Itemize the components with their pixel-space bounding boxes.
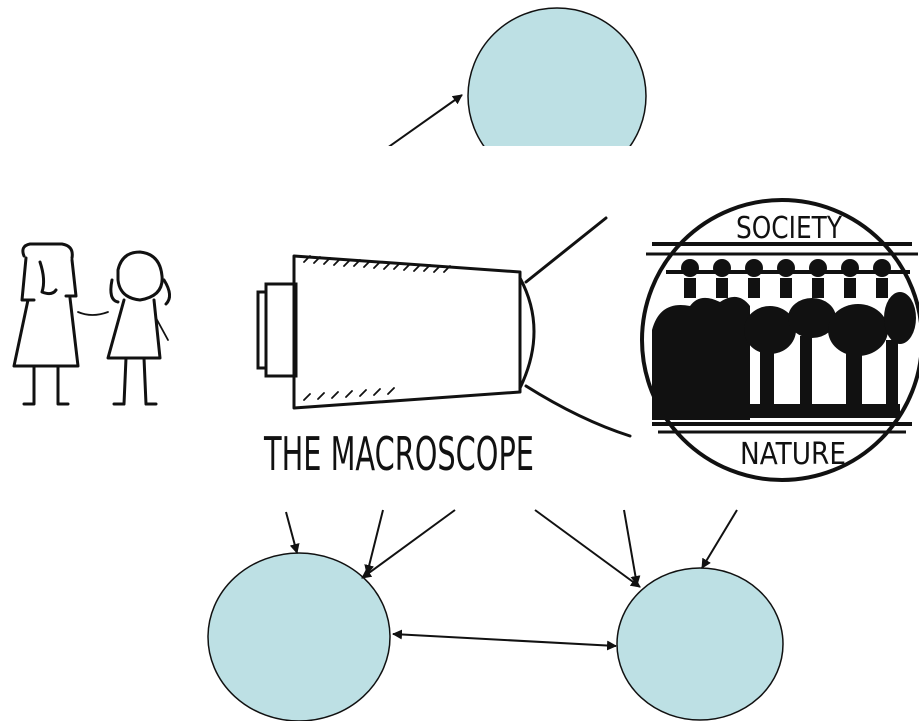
macroscope-icon: THE MACROSCOPE bbox=[256, 216, 632, 481]
arrow-to-bottom-right-2 bbox=[623, 509, 641, 586]
arrow-to-bottom-left-3 bbox=[361, 509, 456, 579]
arrow-to-bottom-right-3 bbox=[701, 509, 738, 569]
nature-label: NATURE bbox=[740, 437, 846, 472]
arrow-between-bottom-nodes bbox=[392, 629, 617, 651]
arrow-to-bottom-left-2 bbox=[364, 509, 384, 575]
trees-icon bbox=[652, 292, 916, 420]
society-label: SOCIETY bbox=[736, 211, 843, 246]
arrow-to-top-node bbox=[379, 94, 463, 154]
people-row-icon bbox=[666, 259, 910, 298]
people-figures-icon bbox=[12, 242, 171, 406]
society-nature-icon: SOCIETY NATURE bbox=[640, 198, 919, 482]
macroscope-caption: THE MACROSCOPE bbox=[263, 427, 534, 481]
node-bottom-right bbox=[616, 567, 784, 721]
arrow-to-bottom-right-1 bbox=[534, 509, 641, 588]
arrow-to-bottom-left-1 bbox=[285, 511, 300, 554]
